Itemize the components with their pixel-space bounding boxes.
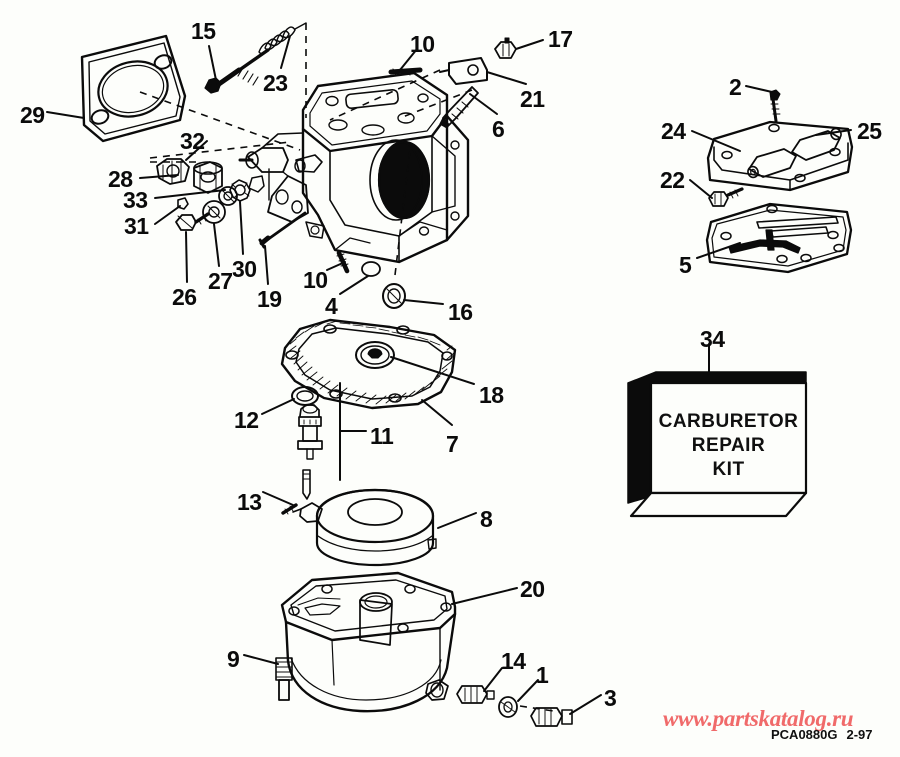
callout-14: 14 [501, 648, 526, 674]
part-32-bushing [193, 161, 223, 194]
part-18-gasket [280, 318, 457, 410]
callout-9: 9 [227, 646, 240, 672]
callout-8: 8 [480, 506, 493, 532]
callout-13: 13 [237, 489, 262, 515]
part-9-screw [275, 657, 293, 701]
callout-24: 24 [661, 118, 686, 144]
footer-code-date: 2-97 [846, 727, 873, 742]
callout-17: 17 [548, 26, 573, 52]
part-10-upper-pin [388, 67, 423, 76]
part-21-link-plate [439, 57, 488, 85]
callout-22: 22 [660, 167, 685, 193]
watermark-text: www.partskatalog.ru [663, 706, 854, 731]
part-26-idle-screw [175, 212, 210, 231]
part-20-float-bowl [280, 571, 457, 713]
part-27-spring-washer [202, 200, 226, 224]
tube-lower [747, 148, 797, 179]
callout-33: 33 [123, 187, 148, 213]
repair-kit-line-3: KIT [712, 459, 745, 480]
callout-12: 12 [234, 407, 259, 433]
callout-16: 16 [448, 299, 473, 325]
callout-27: 27 [208, 268, 233, 294]
callout-18: 18 [479, 382, 504, 408]
part-1-washer [498, 696, 518, 718]
callout-19: 19 [257, 286, 282, 312]
callout-21: 21 [520, 86, 545, 112]
callout-31: 31 [124, 213, 149, 239]
callout-26: 26 [172, 284, 197, 310]
callout-5: 5 [679, 252, 692, 278]
leader-lines [46, 35, 852, 715]
part-30-toothed-washer [229, 179, 251, 202]
part-6-needle-jet [439, 86, 479, 129]
part-28-hex-nut [156, 158, 190, 185]
part-31-small-washer [177, 197, 189, 210]
callout-29: 29 [20, 102, 45, 128]
part-5-diaphragm [705, 202, 853, 274]
part-19-shaft [258, 211, 307, 249]
part-24-cover-plate [706, 120, 854, 192]
callout-32: 32 [180, 128, 205, 154]
footer-code-part: PCA0880G [771, 727, 838, 742]
part-4-oring [361, 261, 381, 277]
part-23-spring [258, 22, 307, 55]
part-14-plug [456, 685, 495, 704]
part-29-flange [80, 34, 187, 143]
part-16-seal [382, 283, 406, 309]
callout-20: 20 [520, 576, 545, 602]
callout-6: 6 [492, 116, 505, 142]
callout-2: 2 [729, 74, 742, 100]
callout-4: 4 [325, 293, 338, 319]
part-8-float [292, 488, 437, 567]
part-22-screw [708, 187, 744, 207]
repair-kit-line-2: REPAIR [691, 435, 766, 456]
callout-34: 34 [700, 326, 725, 352]
footer-code: PCA0880G 2-97 [771, 727, 873, 742]
callout-15: 15 [191, 18, 216, 44]
part-13-float-needle [281, 469, 311, 515]
callout-3: 3 [604, 685, 617, 711]
callout-23: 23 [263, 70, 288, 96]
callout-7: 7 [446, 431, 459, 457]
part-main-carburetor-body [238, 71, 470, 264]
part-34-repair-kit-box [627, 371, 808, 518]
callout-11: 11 [370, 423, 394, 449]
callout-25: 25 [857, 118, 882, 144]
part-11-needle-seat [297, 404, 323, 460]
callout-10-lower: 10 [303, 267, 328, 293]
assembly-dashed-lines [139, 23, 561, 713]
callout-30: 30 [232, 256, 257, 282]
callout-28: 28 [108, 166, 133, 192]
callout-10-upper: 10 [410, 31, 435, 57]
repair-kit-line-1: CARBURETOR [658, 411, 799, 432]
callout-1: 1 [536, 662, 549, 688]
